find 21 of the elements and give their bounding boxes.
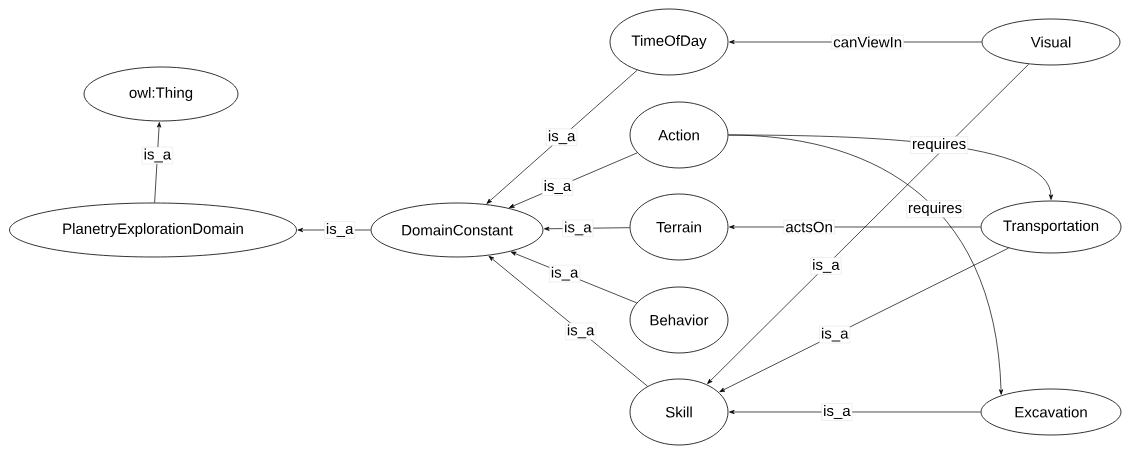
edge-label: requires: [910, 136, 968, 154]
edge-label: is_a: [821, 403, 853, 421]
edge-label: is_a: [549, 265, 580, 283]
arrow: [729, 409, 981, 415]
edge-label: is_a: [819, 326, 851, 344]
arrow: [728, 134, 1004, 395]
edge-label: is_a: [565, 322, 597, 340]
arrow: [154, 122, 162, 203]
edge-label: is_a: [542, 178, 573, 196]
edge-label: is_a: [324, 221, 356, 239]
edge-label: is_a: [562, 219, 594, 237]
edge-label: canViewIn: [831, 34, 904, 50]
arrow: [486, 69, 638, 204]
edge-label: is_a: [810, 257, 842, 275]
edge-label: requires: [906, 200, 964, 218]
edge-label: is_a: [546, 128, 578, 146]
arrow: [719, 247, 1009, 393]
edge-label: is_a: [142, 146, 173, 165]
arrow: [707, 63, 1030, 384]
arrow: [488, 255, 648, 387]
edge-label: actsOn: [783, 220, 835, 234]
